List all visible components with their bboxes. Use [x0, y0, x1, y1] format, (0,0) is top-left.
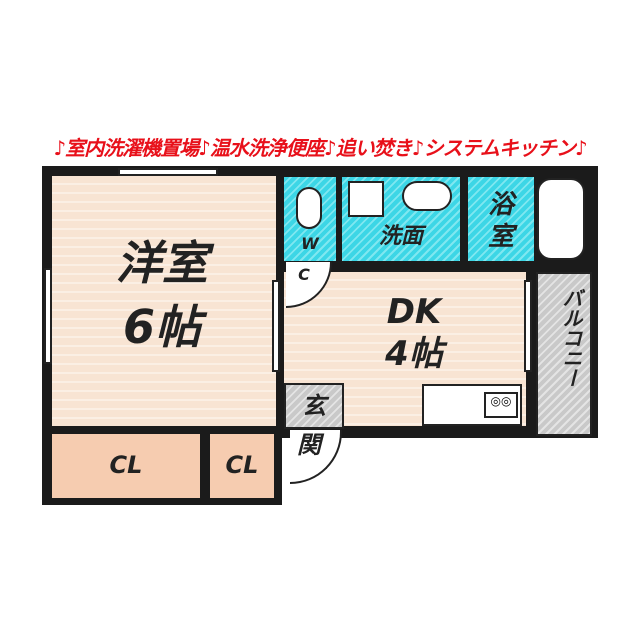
closet-right: CL — [210, 434, 274, 498]
western-room: 洋室 6帖 — [52, 176, 276, 426]
wc-label-c: C — [298, 265, 310, 284]
washroom: 洗面 — [342, 177, 460, 261]
window — [44, 268, 52, 364]
wc: W — [284, 177, 336, 261]
entrance-label-1: 玄 — [302, 392, 326, 420]
bathroom-label-2: 室 — [487, 222, 514, 252]
toilet-icon — [296, 187, 322, 229]
dk-size: 4帖 — [385, 334, 443, 374]
wc-label-w: W — [301, 234, 319, 253]
balcony-label: バルコニー — [559, 288, 583, 388]
closet-left-label: CL — [109, 451, 143, 479]
sliding-door — [272, 280, 280, 372]
sink-icon — [402, 181, 452, 211]
dk-name: DK — [386, 292, 442, 332]
features-banner: ♪室内洗濯機置場♪温水洗浄便座♪追い焚き♪システムキッチン♪ — [53, 136, 587, 160]
window — [524, 280, 532, 372]
western-room-name: 洋室 — [116, 236, 208, 290]
entrance-label-2: 関 — [297, 431, 321, 459]
washing-machine-icon — [348, 181, 384, 217]
closet-right-label: CL — [225, 451, 259, 479]
stove-icon: ◎◎ — [484, 392, 518, 418]
entrance-door: 関 — [290, 430, 342, 484]
balcony: バルコニー — [536, 272, 592, 436]
western-room-size: 6帖 — [122, 300, 201, 354]
dining-kitchen: DK 4帖 ◎◎ — [284, 272, 526, 426]
washroom-label: 洗面 — [378, 224, 423, 249]
entrance: 玄 — [284, 383, 344, 429]
kitchen-sink-icon — [422, 384, 522, 426]
bathtub-icon — [537, 178, 585, 260]
bathroom: 浴 室 — [468, 177, 534, 261]
bathroom-label-1: 浴 — [487, 190, 514, 220]
closet-left: CL — [52, 434, 200, 498]
window — [118, 168, 218, 176]
